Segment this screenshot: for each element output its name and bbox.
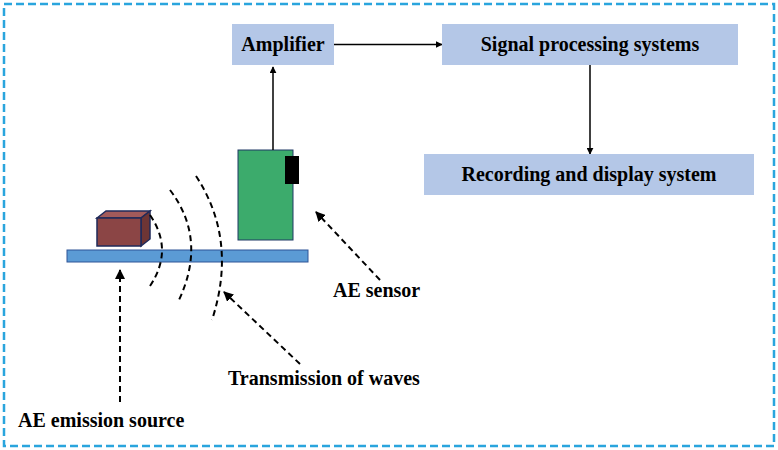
box-label: Signal processing systems [481,33,700,56]
sensor-connector [285,156,299,184]
box-label: Amplifier [241,33,324,56]
plate [67,250,308,262]
wave-arc [150,215,162,286]
leader-arrow [224,292,300,364]
process-box: Recording and display system [424,154,754,195]
flow-arrow [334,44,442,45]
leader-arrow [119,270,121,402]
process-box: Signal processing systems [442,24,738,65]
box-label: Recording and display system [461,163,716,186]
callout-label: AE sensor [333,279,420,302]
cube-side [141,211,150,246]
leader-arrow [316,212,380,280]
cube-front [97,218,141,246]
flow-arrow [590,65,591,154]
flow-line [589,65,591,154]
flow-line [334,44,442,46]
callout-label: Transmission of waves [228,367,420,390]
ae-sensor-body [238,150,293,240]
frame-border [4,4,774,446]
sensor-wire [272,67,274,150]
wave-arc [170,190,191,302]
callout-label: AE emission source [18,409,184,432]
process-box: Amplifier [232,24,334,65]
wave-arc [196,176,222,320]
